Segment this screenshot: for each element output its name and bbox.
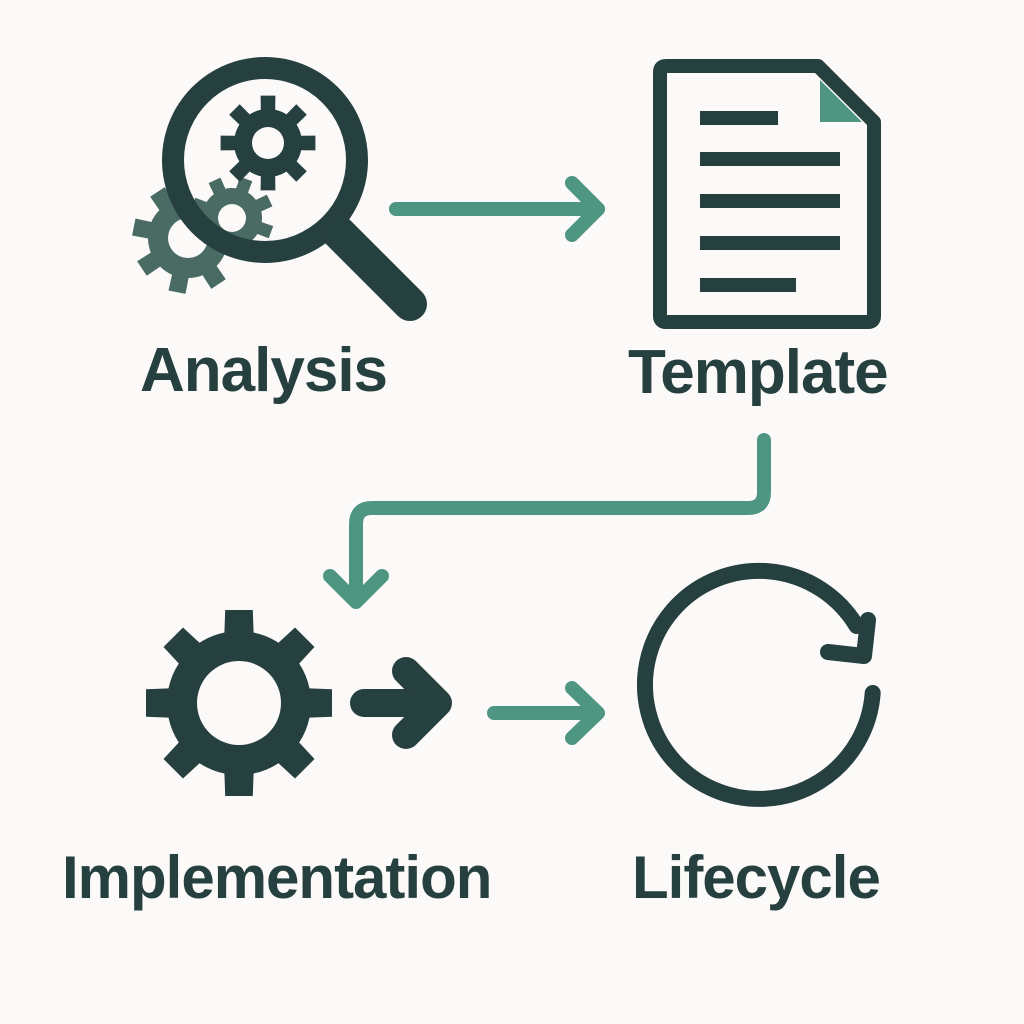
elbow-arrow-icon bbox=[323, 433, 771, 609]
step-label-template: Template bbox=[628, 338, 889, 407]
bold-arrow-right-icon bbox=[350, 657, 452, 749]
step-label-analysis: Analysis bbox=[140, 336, 388, 405]
gear-hole bbox=[197, 661, 281, 745]
arrow-right-icon bbox=[389, 176, 605, 242]
lens-gear-icon bbox=[220, 95, 316, 191]
step-label-lifecycle: Lifecycle bbox=[632, 844, 881, 911]
magnifier-with-gears-icon bbox=[132, 57, 427, 321]
step-label-implementation: Implementation bbox=[62, 844, 492, 911]
cycle-arrow-icon bbox=[637, 562, 881, 807]
gear-icon bbox=[146, 610, 332, 796]
document-icon bbox=[653, 59, 881, 329]
gear-hole bbox=[252, 127, 284, 159]
arrow-right-icon bbox=[487, 681, 605, 745]
gear-hole bbox=[218, 204, 246, 232]
